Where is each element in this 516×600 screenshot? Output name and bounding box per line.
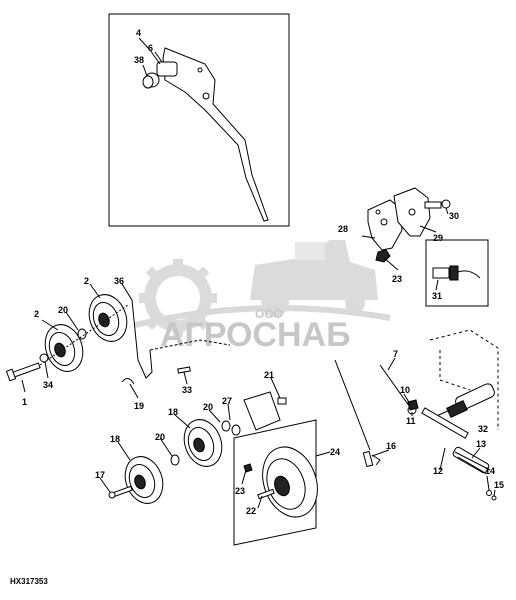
callout-36: 36	[114, 276, 124, 286]
callout-38: 38	[134, 55, 144, 65]
callout-34: 34	[43, 380, 53, 390]
callout-13: 13	[476, 439, 486, 449]
callout-28: 28	[338, 224, 348, 234]
callout-11: 11	[406, 416, 416, 426]
inset-sensor	[425, 239, 489, 307]
callout-2a: 2	[34, 309, 39, 319]
watermark-company-top: ООО	[255, 307, 283, 321]
inset-lever	[108, 13, 290, 227]
callout-20a: 20	[58, 305, 68, 315]
callout-10: 10	[400, 385, 410, 395]
figure-code: HX317353	[10, 577, 48, 586]
callout-18b: 18	[168, 407, 178, 417]
callout-33: 33	[182, 385, 192, 395]
callout-22: 22	[246, 506, 256, 516]
callout-27: 27	[222, 396, 232, 406]
inset-pulley	[233, 419, 318, 546]
callout-23a: 23	[235, 486, 245, 496]
actuator-assembly	[429, 329, 499, 430]
watermark-company-name: АГРОСНАБ	[160, 316, 351, 354]
callout-23b: 23	[392, 274, 402, 284]
callout-24: 24	[330, 447, 340, 457]
callout-15: 15	[494, 480, 504, 490]
callout-20c: 20	[203, 402, 213, 412]
callout-30: 30	[449, 211, 459, 221]
callout-14: 14	[485, 466, 495, 476]
rods	[334, 359, 497, 501]
leader-lines	[21, 207, 496, 509]
middle-idler-group	[108, 391, 287, 504]
callout-19: 19	[134, 401, 144, 411]
callout-32: 32	[478, 424, 488, 434]
callout-20b: 20	[155, 432, 165, 442]
callout-18a: 18	[110, 434, 120, 444]
arm-bracket	[121, 299, 231, 385]
callout-1: 1	[22, 397, 27, 407]
callout-31: 31	[432, 291, 442, 301]
callout-6: 6	[148, 43, 153, 53]
callout-7: 7	[393, 349, 398, 359]
callout-2b: 2	[84, 276, 89, 286]
watermark-logo: ООО АГРОСНАБ	[134, 240, 391, 354]
bracket-assembly	[361, 187, 451, 263]
callout-4: 4	[136, 28, 141, 38]
callout-17: 17	[95, 470, 105, 480]
callout-12: 12	[433, 466, 443, 476]
callout-16: 16	[386, 441, 396, 451]
callout-29: 29	[433, 233, 443, 243]
callout-21: 21	[264, 370, 274, 380]
upper-idler-group	[5, 294, 129, 382]
callout-labels: 1 2 2 4 6 7 10 11 12 13 14 15 16 17 18 1…	[22, 28, 504, 516]
